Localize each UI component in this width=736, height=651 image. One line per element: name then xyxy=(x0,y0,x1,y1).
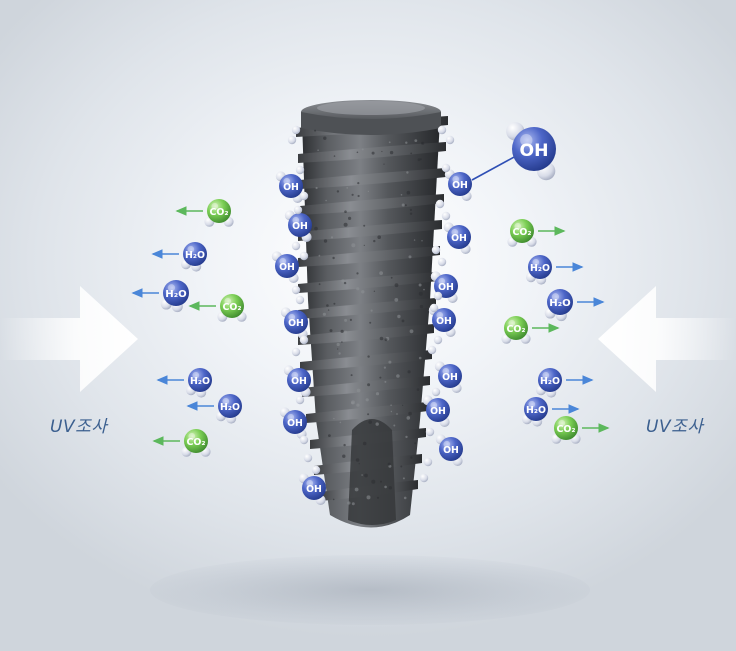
co2-label: CO₂ xyxy=(513,227,532,238)
co2-molecule-icon: CO₂ xyxy=(154,429,211,457)
oh-label: OH xyxy=(438,282,454,293)
oh-molecule-icon: OH xyxy=(436,434,463,466)
oh-label: OH xyxy=(288,318,304,329)
hydroxyl-dot-icon xyxy=(292,126,300,134)
hydroxyl-dot-icon xyxy=(420,474,428,482)
hydroxyl-dot-icon xyxy=(288,136,296,144)
h2o-molecule-icon: H₂O xyxy=(158,368,212,398)
co2-label: CO₂ xyxy=(557,424,576,435)
uv-arrow-left-icon xyxy=(0,286,138,392)
hydroxyl-dot-icon xyxy=(446,136,454,144)
h2o-label: H₂O xyxy=(185,250,205,261)
hydroxyl-dot-icon xyxy=(300,436,308,444)
oh-molecule-icon: OH xyxy=(435,361,462,393)
h2o-molecule-icon: H₂O xyxy=(526,255,582,285)
hydroxyl-dot-icon xyxy=(428,346,436,354)
hydroxyl-dot-icon xyxy=(296,296,304,304)
co2-label: CO₂ xyxy=(187,437,206,448)
hydroxyl-dot-icon xyxy=(424,458,432,466)
hydroxyl-dot-icon xyxy=(434,292,442,300)
oh-molecule-icon: OH xyxy=(276,171,303,203)
oh-label: OH xyxy=(287,418,303,429)
oh-label: OH xyxy=(292,221,308,232)
oh-label: OH xyxy=(451,233,467,244)
hydroxyl-dot-icon xyxy=(304,454,312,462)
hydroxyl-dot-icon xyxy=(292,286,300,294)
h2o-molecule-icon: H₂O xyxy=(133,280,189,312)
hydroxyl-dot-icon xyxy=(438,126,446,134)
h2o-label: H₂O xyxy=(530,263,550,274)
h2o-molecule-icon: H₂O xyxy=(536,368,592,398)
hydroxyl-dot-icon xyxy=(432,388,440,396)
co2-molecule-icon: CO₂ xyxy=(177,199,234,227)
h2o-molecule-icon: H₂O xyxy=(545,289,603,321)
oh-label: OH xyxy=(443,445,459,456)
h2o-label: H₂O xyxy=(549,298,571,309)
uv-label-right: UV조사 xyxy=(646,412,703,437)
hydroxyl-dot-icon xyxy=(300,252,308,260)
hydroxyl-dot-icon xyxy=(434,336,442,344)
callout-oh-molecule-icon: OH xyxy=(506,122,556,180)
implant-apical-groove xyxy=(348,419,396,525)
h2o-label: H₂O xyxy=(220,402,240,413)
hydroxyl-dot-icon xyxy=(312,466,320,474)
hydroxyl-dot-icon xyxy=(292,242,300,250)
hydroxyl-dot-icon xyxy=(296,396,304,404)
oh-molecule-icon: OH xyxy=(445,169,472,201)
hydroxyl-dot-icon xyxy=(296,166,304,174)
hydroxyl-dot-icon xyxy=(292,348,300,356)
oh-label: OH xyxy=(306,484,322,495)
hydroxyl-dot-icon xyxy=(442,212,450,220)
hydroxyl-dot-icon xyxy=(442,164,450,172)
co2-molecule-icon: CO₂ xyxy=(190,294,247,322)
oh-label: OH xyxy=(291,376,307,387)
uv-label-left: UV조사 xyxy=(50,412,107,437)
uv-arrow-right-icon xyxy=(598,286,736,392)
co2-label: CO₂ xyxy=(507,324,526,335)
h2o-label: H₂O xyxy=(165,289,187,300)
hydroxyl-dot-icon xyxy=(430,304,438,312)
oh-label: OH xyxy=(452,180,468,191)
oh-label: OH xyxy=(442,372,458,383)
oh-molecule-icon: OH xyxy=(444,222,471,254)
oh-label: OH xyxy=(283,182,299,193)
h2o-molecule-icon: H₂O xyxy=(153,242,207,272)
co2-label: CO₂ xyxy=(223,302,242,313)
oh-molecule-icon: OH xyxy=(423,395,450,427)
co2-molecule-icon: CO₂ xyxy=(501,316,558,344)
hydroxyl-dot-icon xyxy=(294,206,302,214)
hydroxyl-dot-icon xyxy=(300,336,308,344)
h2o-molecule-icon: H₂O xyxy=(188,394,242,424)
hydroxyl-dot-icon xyxy=(432,246,440,254)
co2-molecule-icon: CO₂ xyxy=(507,219,564,247)
callout-line xyxy=(472,156,516,180)
hydroxyl-dot-icon xyxy=(426,428,434,436)
hydroxyl-dot-icon xyxy=(300,192,308,200)
oh-molecule-icon: OH xyxy=(272,251,299,283)
h2o-label: H₂O xyxy=(190,376,210,387)
oh-molecule-icon: OH xyxy=(280,407,307,439)
co2-label: CO₂ xyxy=(210,207,229,218)
h2o-label: H₂O xyxy=(526,405,546,416)
oh-molecule-icon: OH xyxy=(299,473,326,505)
oh-label: OH xyxy=(520,141,549,161)
co2-molecule-icon: CO₂ xyxy=(551,416,608,444)
hydroxyl-dot-icon xyxy=(436,200,444,208)
h2o-label: H₂O xyxy=(540,376,560,387)
hydroxyl-dot-icon xyxy=(438,258,446,266)
oh-label: OH xyxy=(436,316,452,327)
oh-label: OH xyxy=(430,406,446,417)
oh-label: OH xyxy=(279,262,295,273)
